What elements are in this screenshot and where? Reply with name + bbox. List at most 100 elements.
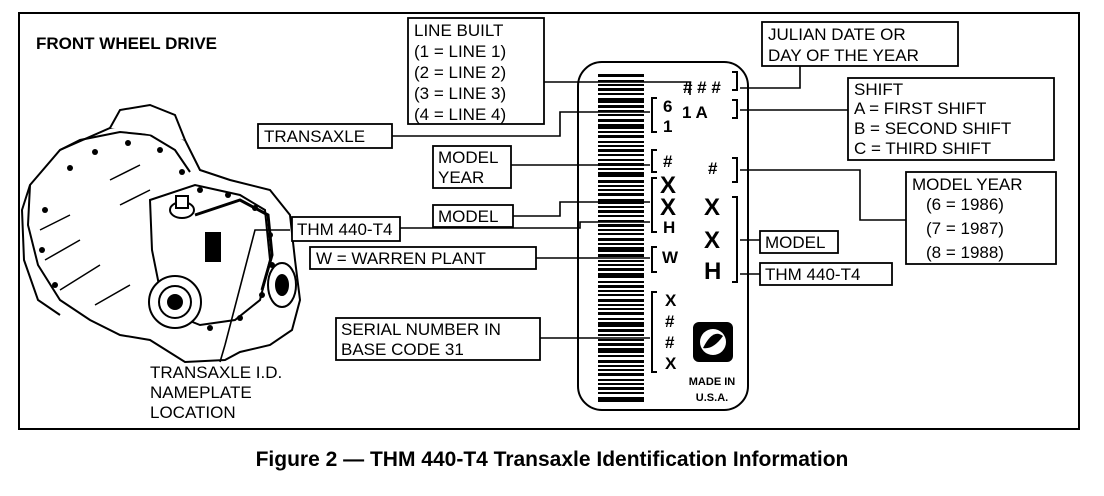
barcode-bar <box>598 348 644 353</box>
plate-serial-1: # <box>665 312 675 331</box>
barcode-bar <box>598 318 644 320</box>
shift-a: A = FIRST SHIFT <box>854 99 986 118</box>
plate-made-in: MADE IN <box>689 376 736 388</box>
model-right-label: MODEL <box>765 233 825 252</box>
barcode-bar <box>598 88 644 91</box>
plate-right-col-1: X <box>704 227 720 254</box>
plate-left-col-1: X <box>660 172 676 199</box>
barcode-bar <box>598 268 644 271</box>
nameplate-line-1: TRANSAXLE I.D. <box>150 363 282 382</box>
barcode-bar <box>598 273 644 278</box>
shift-box <box>847 77 1055 161</box>
barcode-bar <box>598 383 644 385</box>
model-right-box <box>759 230 839 254</box>
plate-serial-3: X <box>665 354 677 373</box>
barcode-bar <box>598 145 644 147</box>
line-built-title: LINE BUILT <box>414 21 503 40</box>
plate-right-col-0: X <box>704 194 720 221</box>
barcode-bar <box>598 233 644 235</box>
serial-line-1: SERIAL NUMBER IN <box>341 320 501 339</box>
barcode-bar <box>598 379 644 381</box>
barcode-bar <box>598 149 644 152</box>
model-left-label: MODEL <box>438 207 498 226</box>
plate-left-col-2: X <box>660 194 676 221</box>
leader-lines <box>219 66 906 363</box>
thm-right-label: THM 440-T4 <box>765 265 860 284</box>
barcode-bar <box>598 281 644 283</box>
nameplate-line-2: NAMEPLATE <box>150 383 252 402</box>
barcode-bar <box>598 299 644 302</box>
nameplate-line-3: LOCATION <box>150 403 236 422</box>
thm-left-box <box>291 216 401 242</box>
plate-plant-code: W <box>662 248 679 267</box>
julian-date-box <box>761 21 959 67</box>
line-built-1: (1 = LINE 1) <box>414 42 506 61</box>
barcode-bar <box>598 397 644 402</box>
barcode-bar <box>598 322 644 327</box>
barcode-bar <box>598 373 644 376</box>
plate-left-col-0: # <box>663 152 673 171</box>
plate-usa: U.S.A. <box>696 392 728 404</box>
serial-number-box <box>335 317 541 361</box>
plate-digit-6: 6 <box>663 97 672 116</box>
julian-line-1: JULIAN DATE OR <box>768 25 906 44</box>
model-year-right-box <box>905 171 1057 265</box>
id-plate: # # # 1 A 6 1 # # X X H X X H W X # # X … <box>577 61 749 411</box>
barcode-bar <box>598 243 644 245</box>
model-year-7: (7 = 1987) <box>926 219 1004 238</box>
barcode-bar <box>598 329 644 332</box>
julian-line-2: DAY OF THE YEAR <box>768 46 919 65</box>
manufacturer-logo-icon <box>693 322 733 362</box>
model-year-8: (8 = 1988) <box>926 243 1004 262</box>
barcode-bar <box>598 365 644 367</box>
barcode-bar <box>598 135 644 138</box>
model-year-left-2: YEAR <box>438 168 484 187</box>
barcode-bar <box>598 185 644 187</box>
barcode-bar <box>598 308 644 310</box>
plate-hash-top: # # # <box>683 78 721 97</box>
plate-right-col-2: H <box>704 258 721 285</box>
transaxle-drawing <box>20 103 302 364</box>
barcode-bar <box>598 114 644 116</box>
barcode-bar <box>598 290 644 292</box>
transaxle-label: TRANSAXLE <box>264 127 365 146</box>
barcode-bar <box>598 334 644 336</box>
barcode-bar <box>598 229 644 231</box>
figure-caption: Figure 2 — THM 440-T4 Transaxle Identifi… <box>255 448 849 471</box>
line-built-4: (4 = LINE 4) <box>414 105 506 124</box>
thm-left-label: THM 440-T4 <box>297 220 392 239</box>
barcode-bar <box>598 206 644 208</box>
barcode-bar <box>598 210 644 213</box>
transaxle-box <box>257 123 393 149</box>
figure-frame <box>18 12 1080 430</box>
barcode-bar <box>598 159 644 161</box>
diagram-title: FRONT WHEEL DRIVE <box>36 34 218 53</box>
barcode-bar <box>598 312 644 315</box>
plate-line-shift: 1 A <box>682 103 708 122</box>
line-built-3: (3 = LINE 3) <box>414 84 506 103</box>
barcode <box>598 74 644 402</box>
barcode-bar <box>598 224 644 227</box>
barcode-bar <box>598 238 644 241</box>
plate-serial-0: X <box>665 291 677 310</box>
shift-b: B = SECOND SHIFT <box>854 119 1011 138</box>
barcode-bar <box>598 260 644 262</box>
barcode-bar <box>598 93 644 95</box>
barcode-bar <box>598 80 644 82</box>
shift-title: SHIFT <box>854 80 903 99</box>
barcode-bar <box>598 220 644 222</box>
barcode-bar <box>598 285 644 288</box>
barcode-bar <box>598 264 644 266</box>
warren-plant-label: W = WARREN PLANT <box>316 249 486 268</box>
barcode-bar <box>598 294 644 296</box>
barcode-bar <box>598 180 644 183</box>
plate-serial-2: # <box>665 333 675 352</box>
plate-digit-1: 1 <box>663 117 672 136</box>
barcode-bar <box>598 247 644 252</box>
barcode-bar <box>598 215 644 217</box>
barcode-bar <box>598 168 644 170</box>
model-year-6: (6 = 1986) <box>926 195 1004 214</box>
line-built-2: (2 = LINE 2) <box>414 63 506 82</box>
